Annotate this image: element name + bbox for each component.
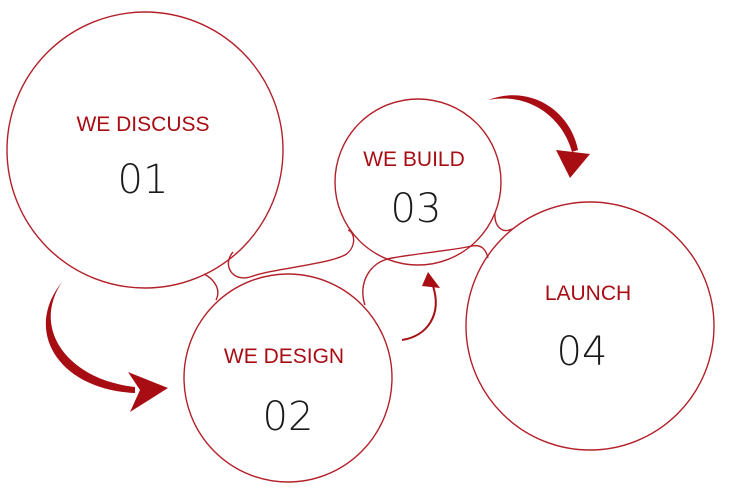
step-04: LAUNCH 04 (545, 282, 631, 375)
bridges (203, 212, 513, 306)
step-circle-04 (465, 201, 715, 451)
step-label: WE DISCUSS (76, 113, 209, 136)
step-number: 01 (118, 157, 169, 203)
step-number: 03 (391, 186, 442, 232)
step-01: WE DISCUSS 01 (76, 113, 209, 203)
step-number: 04 (557, 329, 608, 375)
step-label: WE DESIGN (224, 345, 344, 368)
bridge-02-03 (362, 244, 489, 306)
curved-arrow-icon (401, 272, 440, 341)
step-label: WE BUILD (363, 148, 465, 171)
step-number: 02 (263, 394, 314, 440)
step-02: WE DESIGN 02 (224, 345, 344, 440)
connectors (45, 95, 590, 412)
step-circles (6, 11, 715, 483)
step-label: LAUNCH (545, 282, 631, 305)
curved-arrow-icon (45, 282, 168, 412)
bridge-01-02 (227, 229, 355, 279)
curved-arrow-icon (488, 95, 590, 178)
bridge-03-04 (494, 212, 513, 232)
step-circle-02 (183, 273, 393, 483)
bridge-01-02-right (203, 273, 219, 301)
step-circle-01 (6, 11, 284, 289)
step-03: WE BUILD 03 (363, 148, 465, 232)
step-circle-03 (334, 98, 502, 266)
